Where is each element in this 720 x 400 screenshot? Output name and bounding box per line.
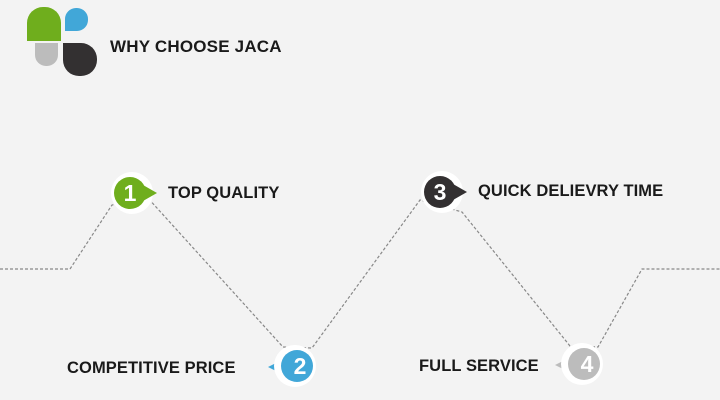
step-2-label: COMPETITIVE PRICE xyxy=(67,359,236,377)
step-2-number: 2 xyxy=(293,353,307,379)
four-petal-logo-icon xyxy=(27,7,97,76)
step-4-badge: 4 xyxy=(560,342,604,386)
logo-petal-gray xyxy=(35,43,58,66)
pin-marker-icon xyxy=(561,343,603,385)
step-4-number: 4 xyxy=(580,351,594,377)
pin-marker-icon xyxy=(421,171,463,213)
step-3-badge: 3 xyxy=(420,170,464,214)
logo-petal-dark xyxy=(63,43,97,76)
logo-petal-blue xyxy=(65,8,88,37)
logo-petal-green xyxy=(27,7,61,41)
page-title: WHY CHOOSE JACA xyxy=(110,37,282,56)
step-1-label: TOP QUALITY xyxy=(168,184,280,202)
step-2-badge: 2 xyxy=(273,344,317,388)
step-3-number: 3 xyxy=(433,179,447,205)
step-1-number: 1 xyxy=(123,180,137,206)
step-3-label: QUICK DELIEVRY TIME xyxy=(478,182,664,200)
pin-marker-icon xyxy=(111,172,153,214)
step-4-label: FULL SERVICE xyxy=(419,357,539,375)
pin-marker-icon xyxy=(274,345,316,387)
step-1-badge: 1 xyxy=(110,171,154,215)
zigzag-line xyxy=(0,196,720,349)
step-3-pointer xyxy=(453,184,467,200)
step-1-pointer xyxy=(143,185,157,201)
